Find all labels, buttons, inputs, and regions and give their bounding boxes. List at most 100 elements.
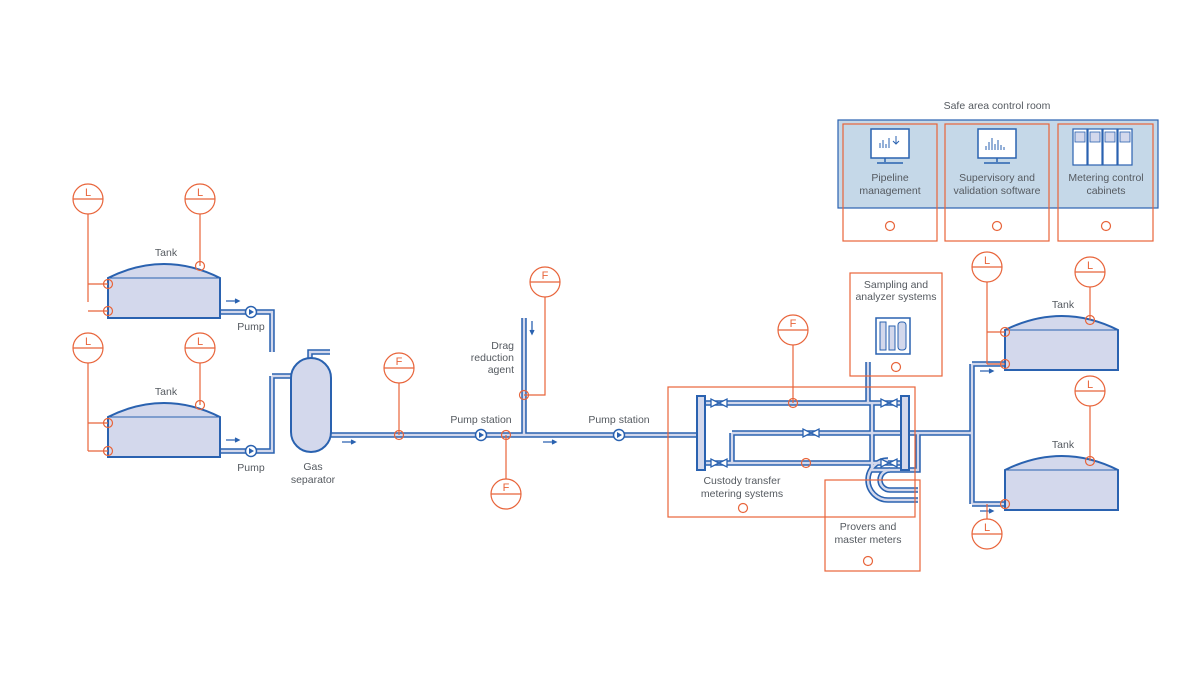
sampling-label-2: analyzer systems (855, 291, 936, 303)
svg-text:L: L (984, 522, 990, 534)
level-transmitter-icon: L (184, 183, 216, 215)
svg-text:F: F (790, 318, 797, 330)
outlet-header (900, 395, 910, 471)
tank-left-top (107, 263, 221, 319)
level-tap (194, 399, 206, 411)
flow-tap (500, 429, 512, 441)
flow-transmitter-icon: F (490, 478, 522, 510)
svg-text:L: L (197, 187, 203, 199)
tank-right-bottom-label: Tank (1052, 439, 1075, 451)
signal-lines (87, 363, 108, 452)
level-transmitter-icon: L (72, 183, 104, 215)
flow-transmitter-icon: F (777, 314, 809, 346)
signal-lines (87, 214, 108, 312)
pipeline-management-indicator (884, 220, 896, 232)
pipeline-management-box[interactable] (842, 123, 938, 242)
pipeline-management-label-1: Pipeline (871, 172, 909, 184)
level-transmitter-icon: L (971, 251, 1003, 283)
supervisory-software-label-1: Supervisory and (959, 172, 1035, 184)
drag-agent-label-3: agent (488, 364, 514, 376)
flow-arrow-icons (226, 298, 995, 514)
custody-transfer-indicator (737, 502, 749, 514)
tank-left-bottom-label: Tank (155, 386, 178, 398)
flow-tap (787, 397, 799, 409)
flow-tap (518, 389, 530, 401)
level-tap (102, 417, 114, 429)
tank-right-top-label: Tank (1052, 299, 1075, 311)
level-transmitter-icon: L (184, 332, 216, 364)
provers-indicator (862, 555, 874, 567)
svg-text:F: F (542, 270, 549, 282)
signal-lines (986, 282, 1005, 365)
pump-bottom-label: Pump (237, 462, 265, 474)
gas-separator-label-1: Gas (303, 461, 322, 473)
level-transmitter-icon: L (971, 518, 1003, 550)
gas-separator (290, 357, 332, 453)
provers-label-2: master meters (834, 534, 901, 546)
supervisory-software-label-2: validation software (954, 185, 1041, 197)
level-tap (1084, 455, 1096, 467)
level-tap (999, 498, 1011, 510)
analyzer-icon (875, 317, 911, 355)
control-room-title: Safe area control room (944, 100, 1051, 112)
gas-separator-label-2: separator (291, 474, 336, 486)
pump-icon (244, 305, 258, 319)
level-transmitter-icon: L (72, 332, 104, 364)
signal-lines (524, 297, 546, 396)
svg-text:L: L (1087, 379, 1093, 391)
pump-station-2-label: Pump station (588, 414, 649, 426)
provers-label-1: Provers and (840, 521, 897, 533)
tank-left-bottom (107, 402, 221, 458)
tank-right-top (1004, 315, 1119, 371)
supervisory-software-box[interactable] (944, 123, 1050, 242)
svg-text:F: F (396, 356, 403, 368)
custody-transfer-box[interactable] (667, 386, 916, 518)
metering-cabinets-indicator (1100, 220, 1112, 232)
sampling-indicator (890, 361, 902, 373)
valve-icons (710, 397, 898, 469)
cabinet-icon (1072, 128, 1133, 166)
svg-text:L: L (85, 336, 91, 348)
flow-tap (393, 429, 405, 441)
svg-text:L: L (85, 187, 91, 199)
inlet-header (696, 395, 706, 471)
level-tap (1084, 314, 1096, 326)
pipeline-management-label-2: management (859, 185, 920, 197)
drag-agent-label-1: Drag (491, 340, 514, 352)
control-room: Safe area control room Pipeline manageme… (837, 100, 1159, 242)
svg-text:L: L (984, 255, 990, 267)
svg-text:F: F (503, 482, 510, 494)
pump-icon (244, 444, 258, 458)
flow-transmitter-icon: F (529, 266, 561, 298)
level-tap (102, 278, 114, 290)
pump-station-1-label: Pump station (450, 414, 511, 426)
custody-transfer-label-1: Custody transfer (703, 475, 781, 487)
flow-tap (800, 457, 812, 469)
level-tap (999, 358, 1011, 370)
sampling-label-1: Sampling and (864, 279, 928, 291)
metering-cabinets-label-1: Metering control (1068, 172, 1143, 184)
tank-left-top-label: Tank (155, 247, 178, 259)
monitor-chart-icon (870, 128, 910, 164)
level-transmitter-icon: L (1074, 256, 1106, 288)
level-tap (102, 305, 114, 317)
metering-cabinets-label-2: cabinets (1086, 185, 1125, 197)
level-transmitter-icon: L (1074, 375, 1106, 407)
metering-cabinets-box[interactable] (1057, 123, 1154, 242)
tank-right-bottom (1004, 455, 1119, 511)
pump-station-icon (612, 428, 626, 442)
level-tap (102, 445, 114, 457)
pipes-inner (220, 310, 1005, 506)
svg-text:L: L (1087, 260, 1093, 272)
svg-text:L: L (197, 336, 203, 348)
level-tap (194, 260, 206, 272)
provers-box[interactable] (824, 479, 921, 572)
level-tap (999, 326, 1011, 338)
pump-station-icon (474, 428, 488, 442)
custody-transfer-label-2: metering systems (701, 488, 783, 500)
pump-top-label: Pump (237, 321, 265, 333)
monitor-bars-icon (977, 128, 1017, 164)
sampling-analyzer-box[interactable] (849, 272, 943, 377)
drag-agent-label-2: reduction (471, 352, 514, 364)
